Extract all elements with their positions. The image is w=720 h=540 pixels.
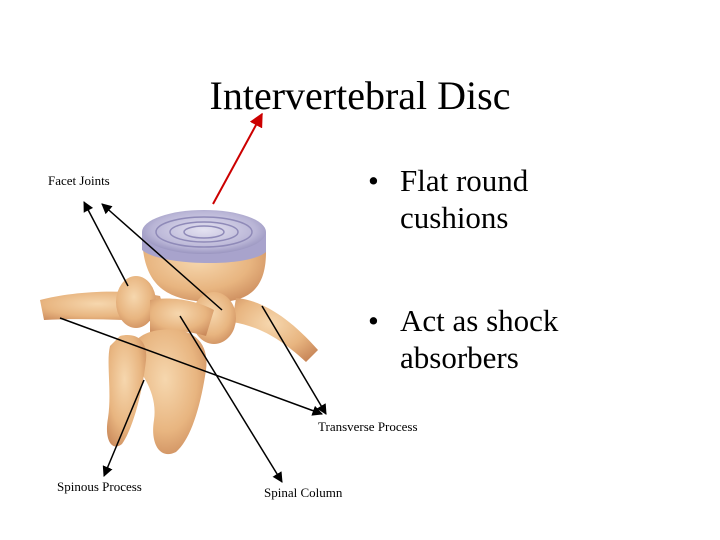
facet-joints-shape <box>116 276 236 344</box>
transverse-process-arrow-1 <box>59 317 323 416</box>
intervertebral-disc-shape <box>142 210 266 264</box>
bullet-glyph: • <box>368 163 379 198</box>
label-transverse-process: Transverse Process <box>318 419 418 434</box>
bullet-line: Flat round <box>400 163 529 198</box>
bullet-line: Act as shock <box>400 303 559 338</box>
bullet-line: absorbers <box>400 340 519 375</box>
label-spinous-process: Spinous Process <box>57 479 142 494</box>
bullet-list: • Flat round cushions • Act as shock abs… <box>368 162 708 376</box>
bullet-glyph: • <box>368 303 379 338</box>
label-facet-joints: Facet Joints <box>48 173 110 188</box>
slide-title: Intervertebral Disc <box>209 73 511 118</box>
facet-joint-arrow-2 <box>101 203 223 311</box>
spinous-process-arrow <box>102 379 145 477</box>
bullet-item: • Act as shock absorbers <box>368 302 708 376</box>
bullet-line: cushions <box>400 200 509 235</box>
facet-joint-arrow-1 <box>83 201 129 287</box>
spinal-column-arrow <box>179 315 283 483</box>
spinous-process-shape <box>106 329 207 455</box>
bullet-item: • Flat round cushions <box>368 162 708 236</box>
transverse-process-arrow-2 <box>261 305 327 415</box>
title-pointer-arrow <box>212 112 263 205</box>
pointer-arrows <box>59 112 327 483</box>
label-spinal-column: Spinal Column <box>264 485 343 500</box>
